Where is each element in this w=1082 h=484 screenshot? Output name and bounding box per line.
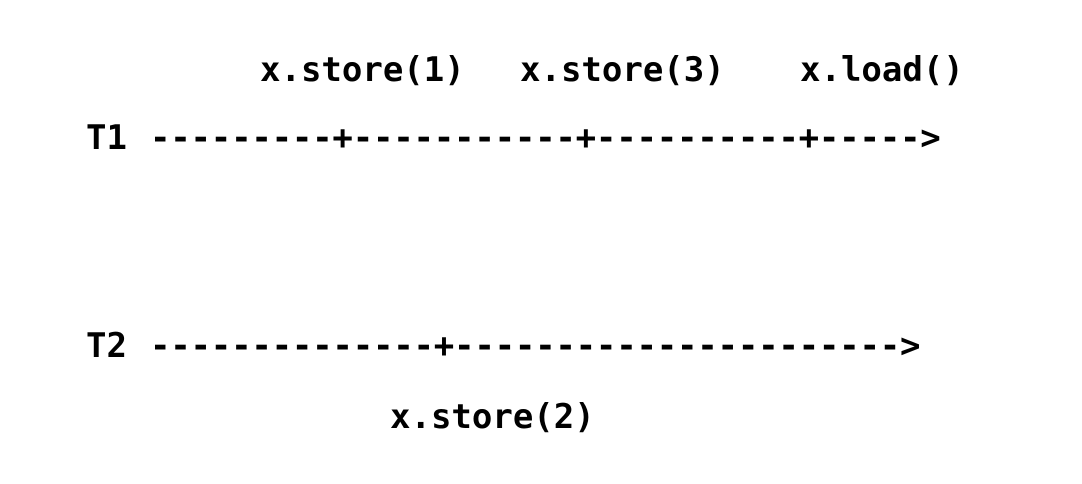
t1-timeline: ---------+-----------+----------+-----> xyxy=(150,118,941,158)
t2-op-store-2-label: x.store(2) xyxy=(390,397,595,437)
t1-thread-label: T1 xyxy=(86,118,127,158)
t1-op-load-label: x.load() xyxy=(800,50,964,90)
t1-op-store-3-label: x.store(3) xyxy=(520,50,725,90)
t2-thread-label: T2 xyxy=(86,326,127,366)
t2-timeline: --------------+----------------------> xyxy=(150,326,921,366)
t1-op-store-1-label: x.store(1) xyxy=(260,50,465,90)
